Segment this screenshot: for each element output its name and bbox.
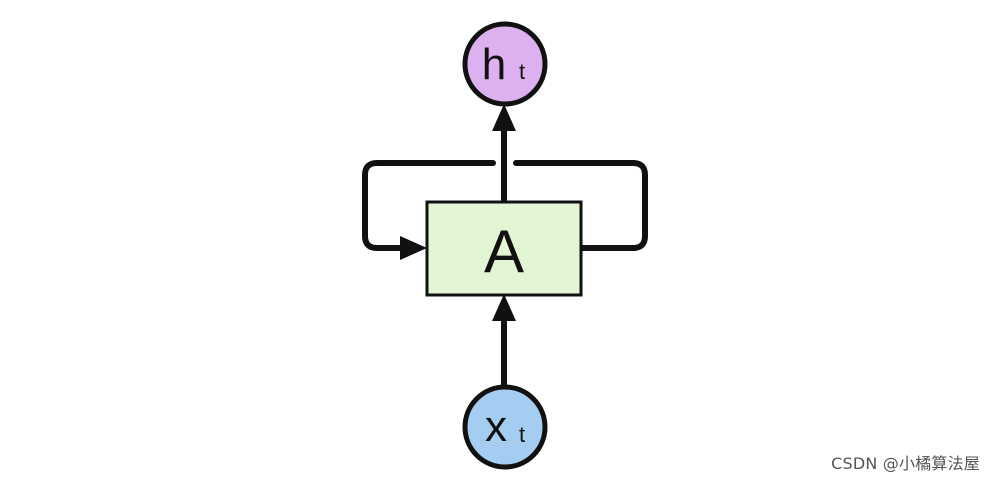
output-node-subscript: t bbox=[519, 59, 525, 84]
cell-a-node bbox=[425, 200, 583, 297]
watermark-text: CSDN @小橘算法屋 bbox=[831, 454, 980, 473]
output-arrowhead bbox=[492, 104, 516, 131]
input-node-subscript: t bbox=[519, 422, 525, 447]
cell-a-label: A bbox=[484, 218, 524, 285]
input-arrowhead bbox=[492, 294, 516, 321]
loop-arrowhead bbox=[400, 236, 427, 260]
output-node-label: h bbox=[482, 40, 506, 89]
input-node-label: x bbox=[485, 402, 507, 451]
recurrent-loop-edge bbox=[362, 160, 648, 251]
input-node bbox=[462, 384, 548, 470]
output-node bbox=[462, 21, 548, 107]
